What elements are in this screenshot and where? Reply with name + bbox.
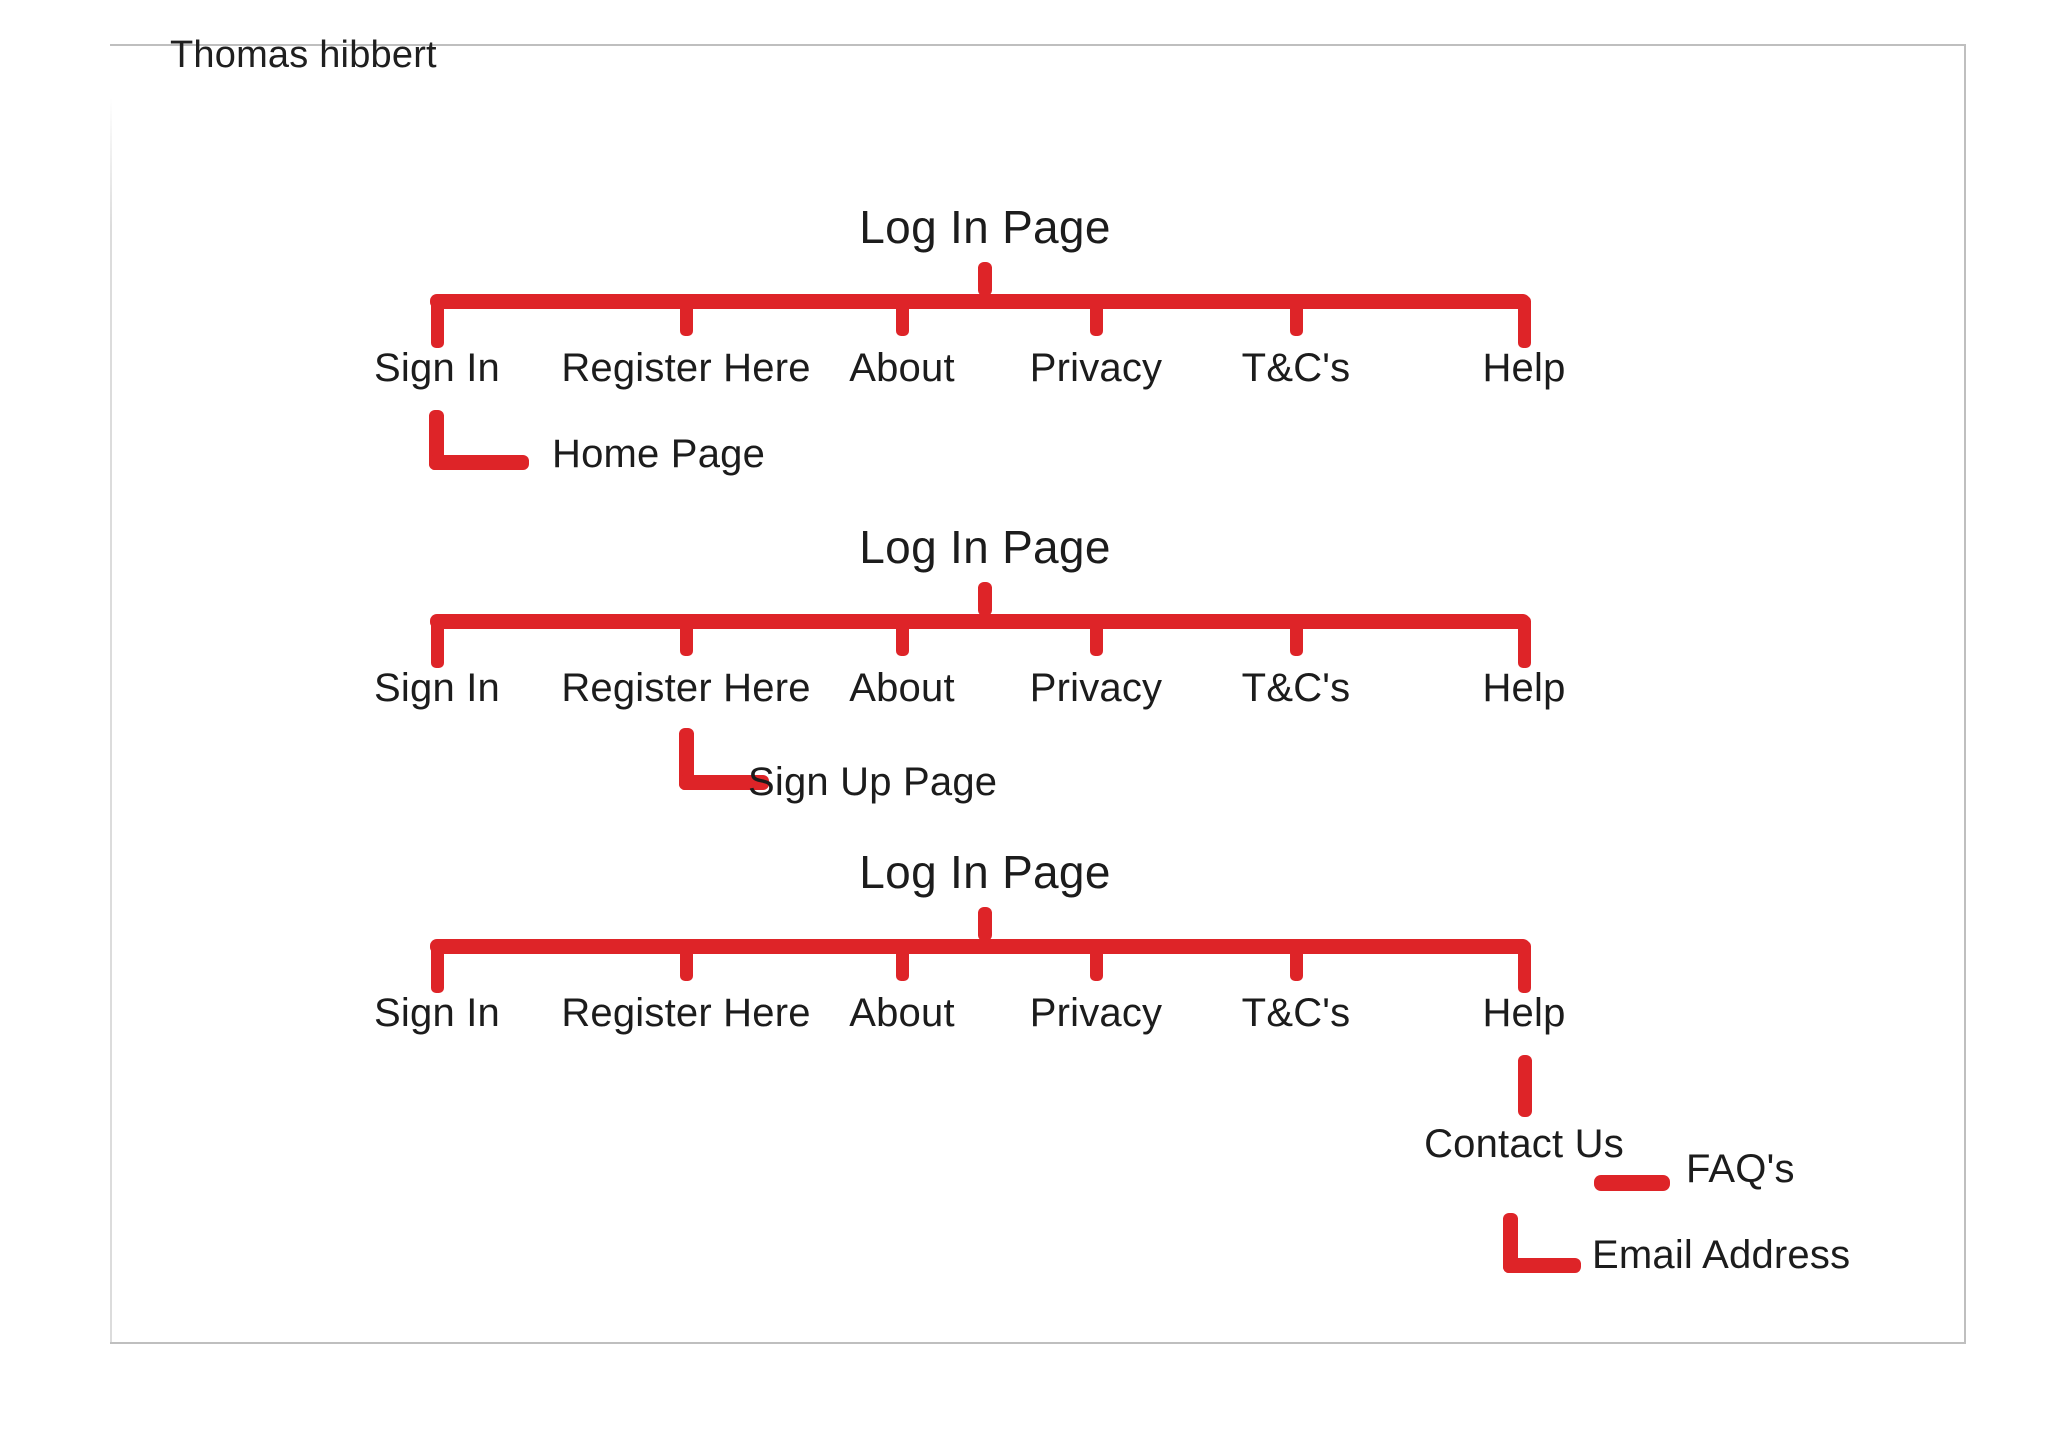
root-stem-connector: [978, 907, 992, 941]
tick-tcs: [1290, 945, 1303, 981]
nav-item-about[interactable]: About: [849, 346, 955, 390]
nav-item-sign-in[interactable]: Sign In: [374, 666, 500, 710]
nav-item-privacy[interactable]: Privacy: [1029, 666, 1163, 710]
branch-drop-contact-us: [1518, 1055, 1532, 1117]
nav-item-sign-in[interactable]: Sign In: [374, 991, 500, 1035]
nav-rail-connector: [430, 614, 1530, 629]
block-title: Log In Page: [0, 520, 2048, 574]
nav-item-tcs[interactable]: T&C's: [1241, 346, 1351, 390]
root-stem-connector: [978, 582, 992, 616]
nav-item-tcs[interactable]: T&C's: [1241, 991, 1351, 1035]
nav-rail-connector: [430, 939, 1530, 954]
nav-item-register-here[interactable]: Register Here: [561, 346, 811, 390]
nav-item-about[interactable]: About: [849, 991, 955, 1035]
tick-help: [1518, 616, 1531, 668]
branch-label-contact-us[interactable]: Contact Us: [1424, 1122, 1624, 1166]
branch-elbow-sign-up-page: [679, 728, 769, 790]
tick-help: [1518, 941, 1531, 993]
block-title-text: Log In Page: [859, 201, 1111, 253]
nav-item-privacy[interactable]: Privacy: [1029, 991, 1163, 1035]
block-title-text: Log In Page: [859, 521, 1111, 573]
branch-elbow-email-address: [1503, 1213, 1581, 1273]
nav-item-sign-in[interactable]: Sign In: [374, 346, 500, 390]
block-title-text: Log In Page: [859, 846, 1111, 898]
tick-register-here: [680, 620, 693, 656]
nav-item-tcs[interactable]: T&C's: [1241, 666, 1351, 710]
nav-item-help[interactable]: Help: [1482, 346, 1566, 390]
branch-label-faqs[interactable]: FAQ's: [1686, 1147, 1795, 1191]
root-stem-connector: [978, 262, 992, 296]
branch-elbow-home-page: [429, 410, 529, 470]
tick-about: [896, 300, 909, 336]
tick-privacy: [1090, 620, 1103, 656]
nav-rail-connector: [430, 294, 1530, 309]
nav-item-register-here[interactable]: Register Here: [561, 991, 811, 1035]
tick-about: [896, 620, 909, 656]
nav-item-help[interactable]: Help: [1482, 991, 1566, 1035]
branch-label-home-page[interactable]: Home Page: [552, 432, 766, 476]
tick-help: [1518, 296, 1531, 348]
tick-sign-in: [431, 296, 444, 348]
block-title: Log In Page: [0, 845, 2048, 899]
document-frame: [110, 44, 1966, 1344]
nav-item-about[interactable]: About: [849, 666, 955, 710]
branch-label-email-address[interactable]: Email Address: [1592, 1233, 1851, 1277]
tick-about: [896, 945, 909, 981]
nav-item-register-here[interactable]: Register Here: [561, 666, 811, 710]
tick-sign-in: [431, 941, 444, 993]
tick-tcs: [1290, 300, 1303, 336]
nav-item-help[interactable]: Help: [1482, 666, 1566, 710]
author-name: Thomas hibbert: [170, 34, 437, 76]
branch-dash-faqs: [1594, 1175, 1670, 1191]
tick-privacy: [1090, 300, 1103, 336]
tick-register-here: [680, 300, 693, 336]
tick-sign-in: [431, 616, 444, 668]
branch-label-sign-up-page[interactable]: Sign Up Page: [748, 760, 998, 804]
tick-privacy: [1090, 945, 1103, 981]
tick-register-here: [680, 945, 693, 981]
nav-item-privacy[interactable]: Privacy: [1029, 346, 1163, 390]
tick-tcs: [1290, 620, 1303, 656]
block-title: Log In Page: [0, 200, 2048, 254]
